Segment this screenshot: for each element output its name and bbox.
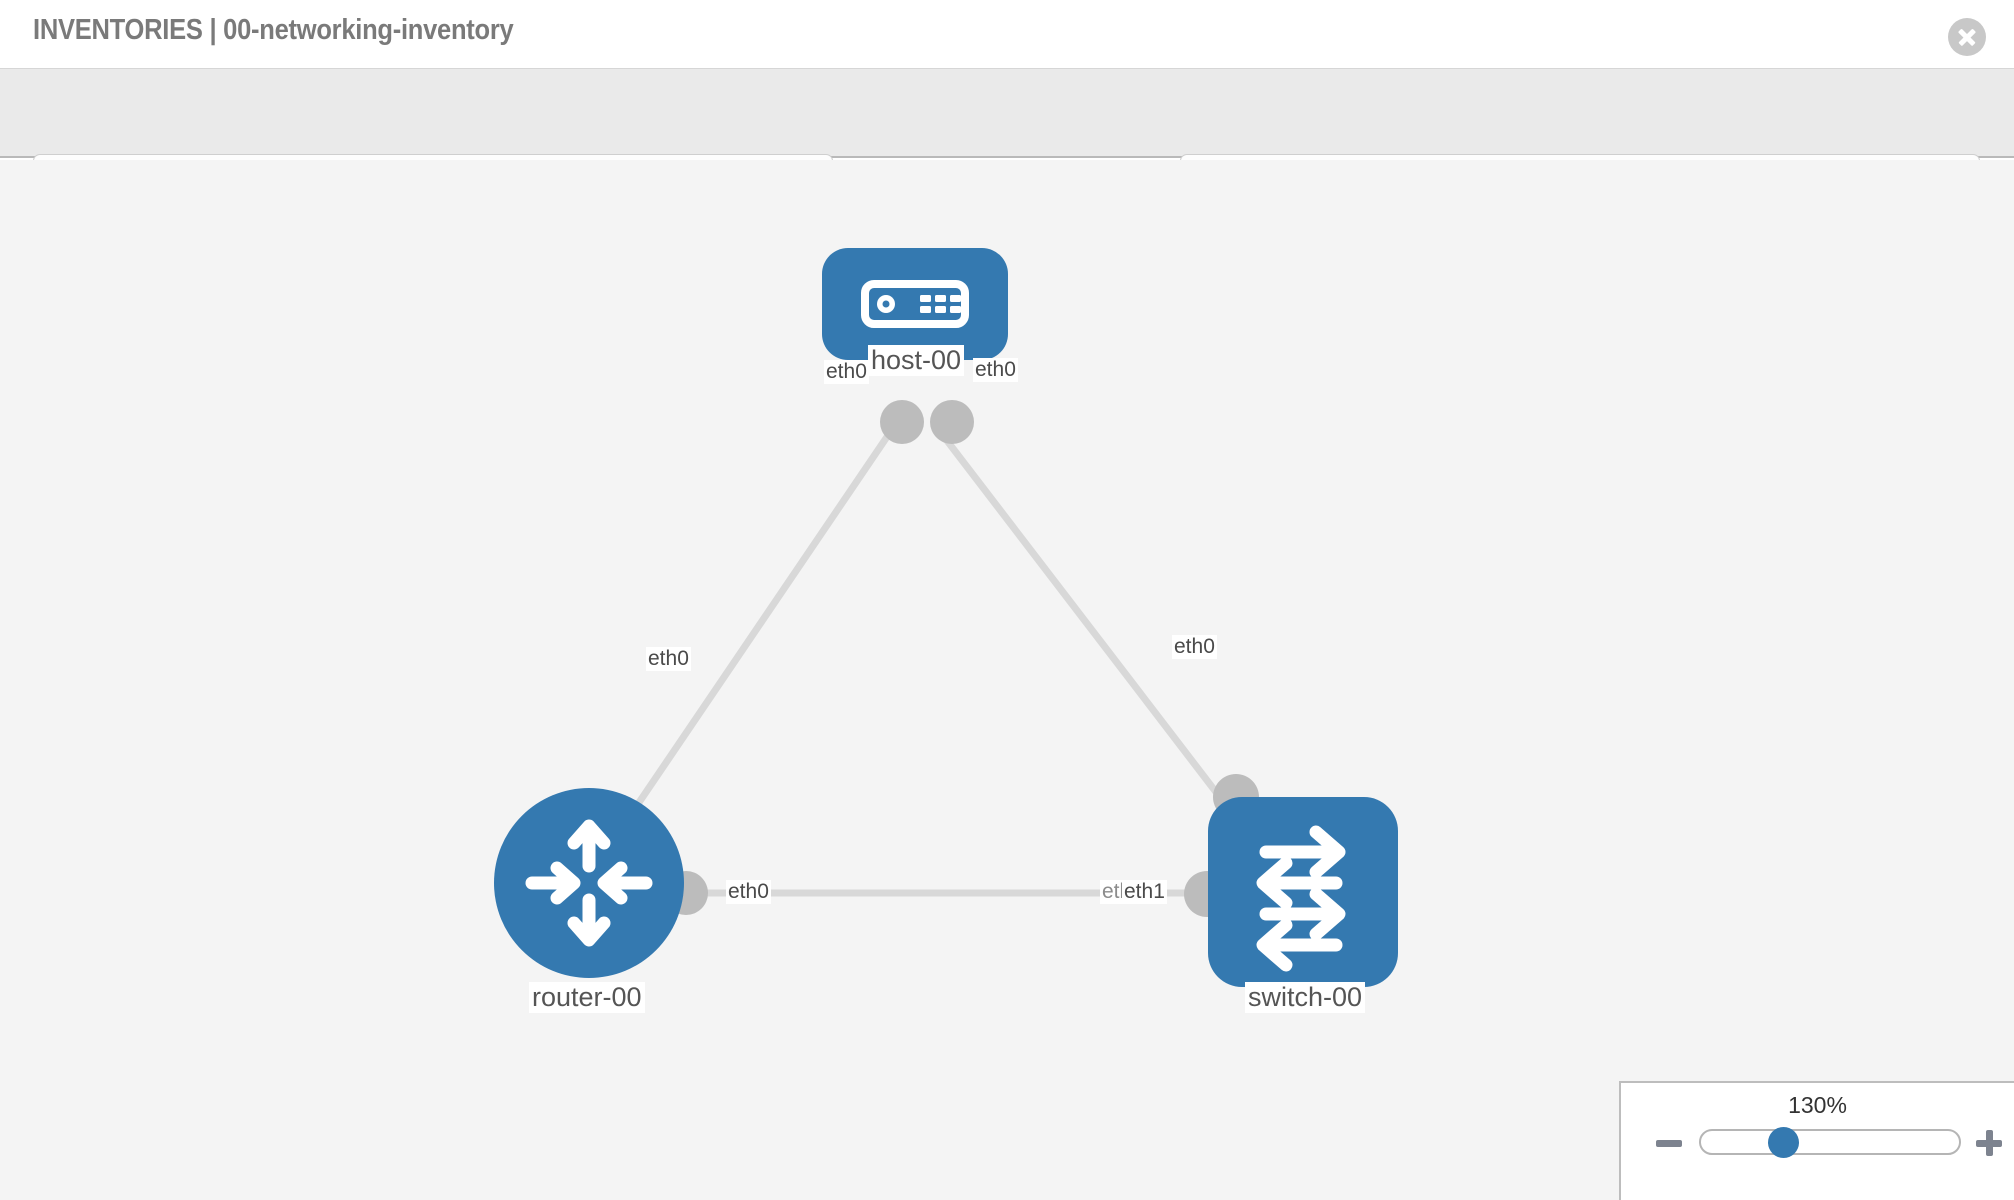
edge-label-host-left: eth0	[824, 360, 869, 384]
node-switch-00-label: switch-00	[1245, 982, 1366, 1013]
edge-host-switch	[931, 421, 1249, 834]
page-header: INVENTORIES | 00-networking-inventory	[0, 0, 2014, 68]
zoom-out-button[interactable]	[1656, 1140, 1682, 1147]
zoom-slider-track[interactable]	[1699, 1129, 1961, 1155]
page-title: INVENTORIES | 00-networking-inventory	[33, 14, 514, 46]
zoom-control-panel: 130%	[1619, 1081, 2014, 1200]
server-icon	[861, 280, 969, 328]
edge-label-switch-uplink: eth0	[1172, 635, 1217, 659]
node-router-00-label: router-00	[529, 982, 645, 1013]
connector-host-left[interactable]	[880, 400, 924, 444]
connector-host-right[interactable]	[930, 400, 974, 444]
node-host-00-shape[interactable]	[822, 248, 1008, 360]
topology-canvas[interactable]: host-00	[0, 160, 2014, 1200]
zoom-level-value: 130%	[1788, 1092, 1847, 1118]
node-router-00-shape[interactable]	[494, 788, 684, 978]
edge-host-router	[596, 421, 899, 864]
edge-label-router-uplink: eth0	[646, 647, 691, 671]
edge-label-host-right: eth0	[973, 358, 1018, 382]
node-switch-00-shape[interactable]	[1208, 797, 1398, 987]
node-host-00-label: host-00	[868, 345, 965, 376]
switch-arrows-icon	[1256, 825, 1346, 972]
zoom-in-button[interactable]	[1976, 1130, 2002, 1156]
close-icon[interactable]	[1948, 18, 1986, 56]
toolbar: ACTIONS SEARCH	[0, 68, 2014, 209]
edge-label-switch-left-front: eth1	[1122, 880, 1167, 904]
zoom-slider-thumb[interactable]	[1768, 1127, 1799, 1158]
edge-label-router-right: eth0	[726, 880, 771, 904]
router-arrows-icon	[525, 819, 653, 947]
